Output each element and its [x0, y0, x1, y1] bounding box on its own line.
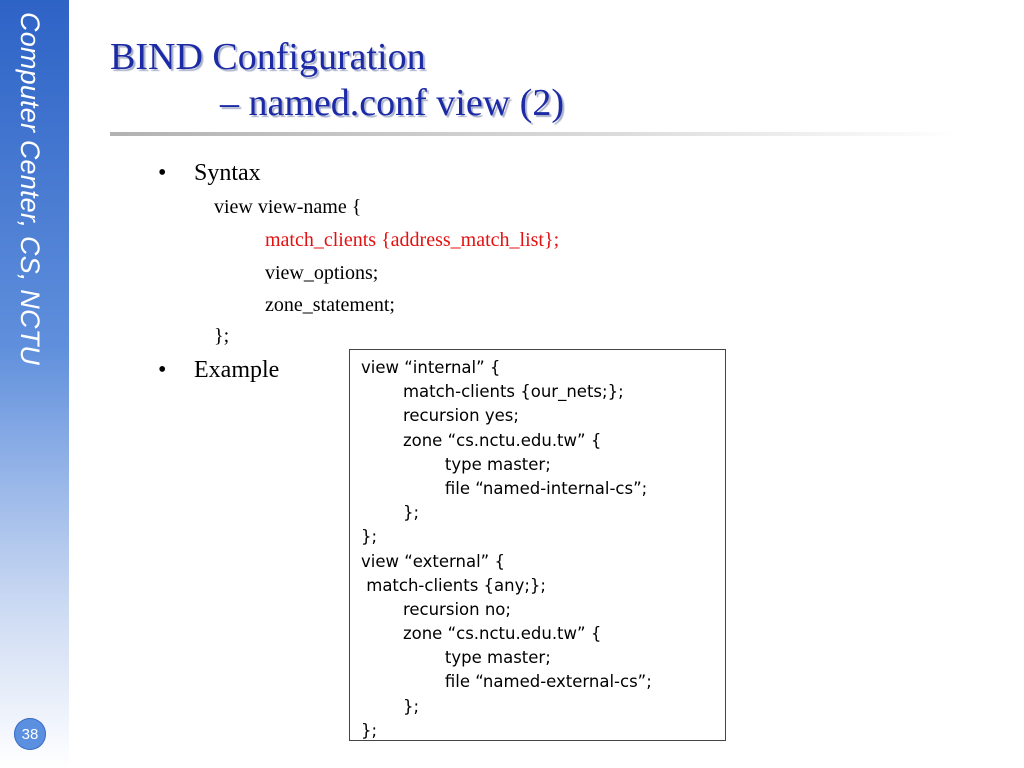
code-line: file “named-external-cs”;: [361, 672, 652, 692]
code-line: match-clients {our_nets;};: [361, 382, 624, 402]
syntax-line: zone_statement;: [265, 294, 395, 316]
sidebar-title: Computer Center, CS, NCTU: [15, 12, 45, 366]
syntax-line: view view-name {: [214, 196, 362, 218]
bullet-label: Syntax: [194, 160, 261, 186]
code-line: };: [361, 503, 420, 523]
bullet-example: • Example: [158, 357, 279, 384]
code-line: };: [361, 527, 378, 547]
code-line: zone “cs.nctu.edu.tw” {: [361, 430, 602, 450]
title-divider: [110, 132, 960, 136]
bullet-label: Example: [194, 357, 280, 383]
code-line: type master;: [361, 648, 551, 668]
code-line: view “internal” {: [361, 358, 501, 377]
bullet-dot-icon: •: [158, 160, 167, 186]
bullet-dot-icon: •: [158, 357, 167, 383]
code-line: type master;: [361, 454, 551, 474]
code-line: recursion yes;: [361, 406, 519, 426]
syntax-line: view_options;: [265, 262, 379, 284]
title-line-1: BIND Configuration: [110, 36, 426, 78]
page-number-badge: 38: [14, 718, 46, 750]
example-code-box: view “internal” { match-clients {our_net…: [349, 349, 726, 741]
code-line: };: [361, 696, 420, 716]
slide-title: BIND Configuration – named.conf view (2): [110, 34, 564, 126]
code-line: zone “cs.nctu.edu.tw” {: [361, 624, 602, 644]
code-line: match-clients {any;};: [361, 575, 546, 595]
sidebar-banner: Computer Center, CS, NCTU 38: [0, 0, 69, 768]
code-line: };: [361, 720, 378, 740]
code-line: recursion no;: [361, 599, 511, 619]
bullet-syntax: • Syntax: [158, 160, 261, 187]
syntax-line: };: [214, 325, 230, 347]
code-line: view “external” {: [361, 551, 505, 571]
title-line-2: – named.conf view (2): [220, 82, 564, 124]
syntax-line-highlight: match_clients {address_match_list};: [265, 229, 560, 251]
code-line: file “named-internal-cs”;: [361, 478, 648, 498]
